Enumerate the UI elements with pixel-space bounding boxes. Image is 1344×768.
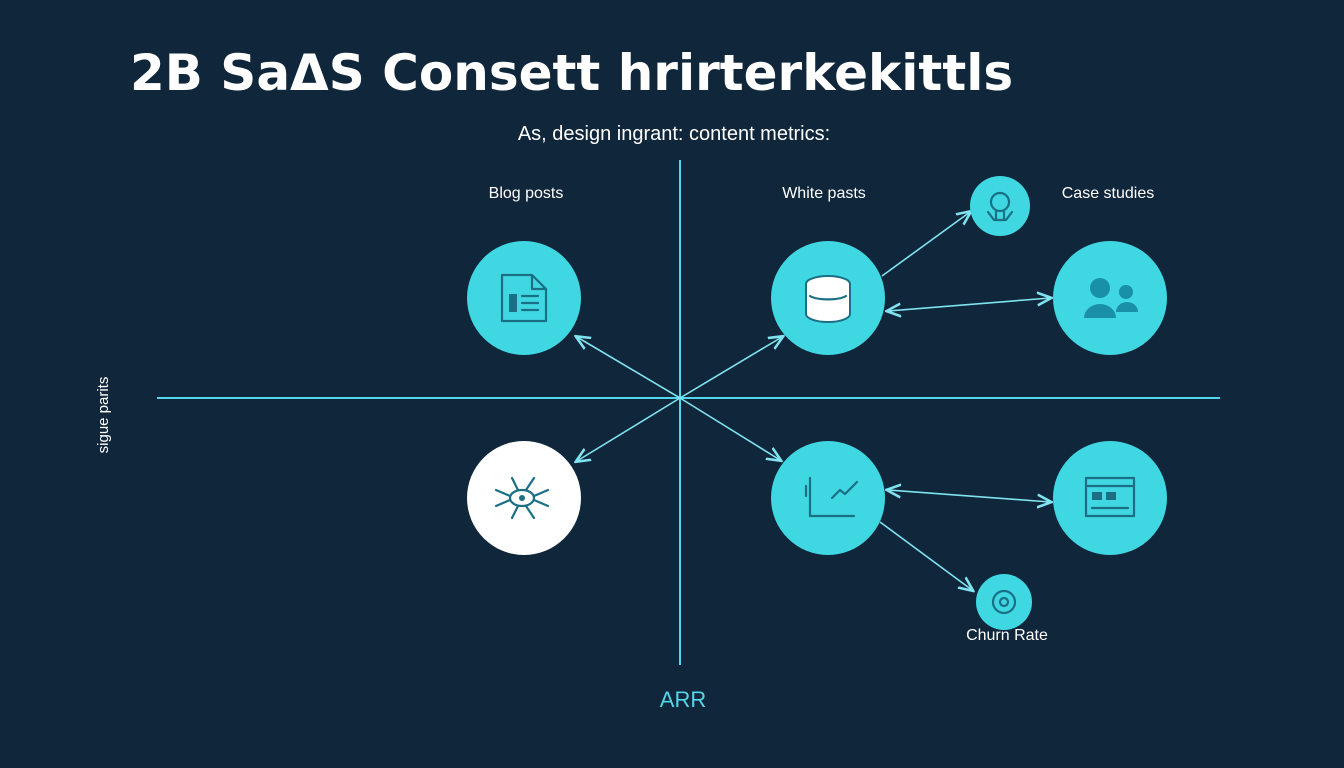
growth-chart-node[interactable] (771, 441, 885, 555)
network-node[interactable] (467, 441, 581, 555)
case-studies-node[interactable] (1053, 241, 1167, 355)
network-icon (494, 476, 550, 520)
connector-arrow (879, 521, 972, 590)
connector-arrow (888, 490, 1050, 502)
at-sign-icon (991, 589, 1017, 615)
x-axis-label: ARR (660, 687, 706, 712)
y-axis-label: sigue parits (95, 377, 112, 454)
connector-arrow (577, 397, 681, 461)
connector-arrow (679, 397, 780, 460)
churn-rate-node[interactable] (976, 574, 1032, 630)
churn-rate-label: Churn Rate (966, 627, 1048, 644)
white-pasts-label: White pasts (782, 185, 866, 202)
connector-arrow (577, 337, 681, 399)
connector-arrow (888, 298, 1050, 311)
connectors (577, 212, 1050, 590)
line-chart-icon (804, 476, 859, 518)
browser-window-icon (1084, 476, 1136, 518)
database-icon (805, 275, 851, 323)
document-icon (500, 273, 548, 323)
connector-arrow (881, 212, 970, 277)
browser-window-node[interactable] (1053, 441, 1167, 555)
page-title: 2B SaΔS Consett hrirterkekittls (130, 44, 1013, 102)
white-pasts-node[interactable] (771, 241, 885, 355)
blog-posts-node[interactable] (467, 241, 581, 355)
case-studies-label: Case studies (1062, 185, 1155, 202)
users-icon (1084, 278, 1138, 318)
subtitle: As, design ingrant: content metrics: (518, 123, 830, 145)
connector-arrow (679, 337, 782, 399)
headset-icon (986, 191, 1014, 222)
support-node[interactable] (970, 176, 1030, 236)
blog-posts-label: Blog posts (489, 185, 564, 202)
